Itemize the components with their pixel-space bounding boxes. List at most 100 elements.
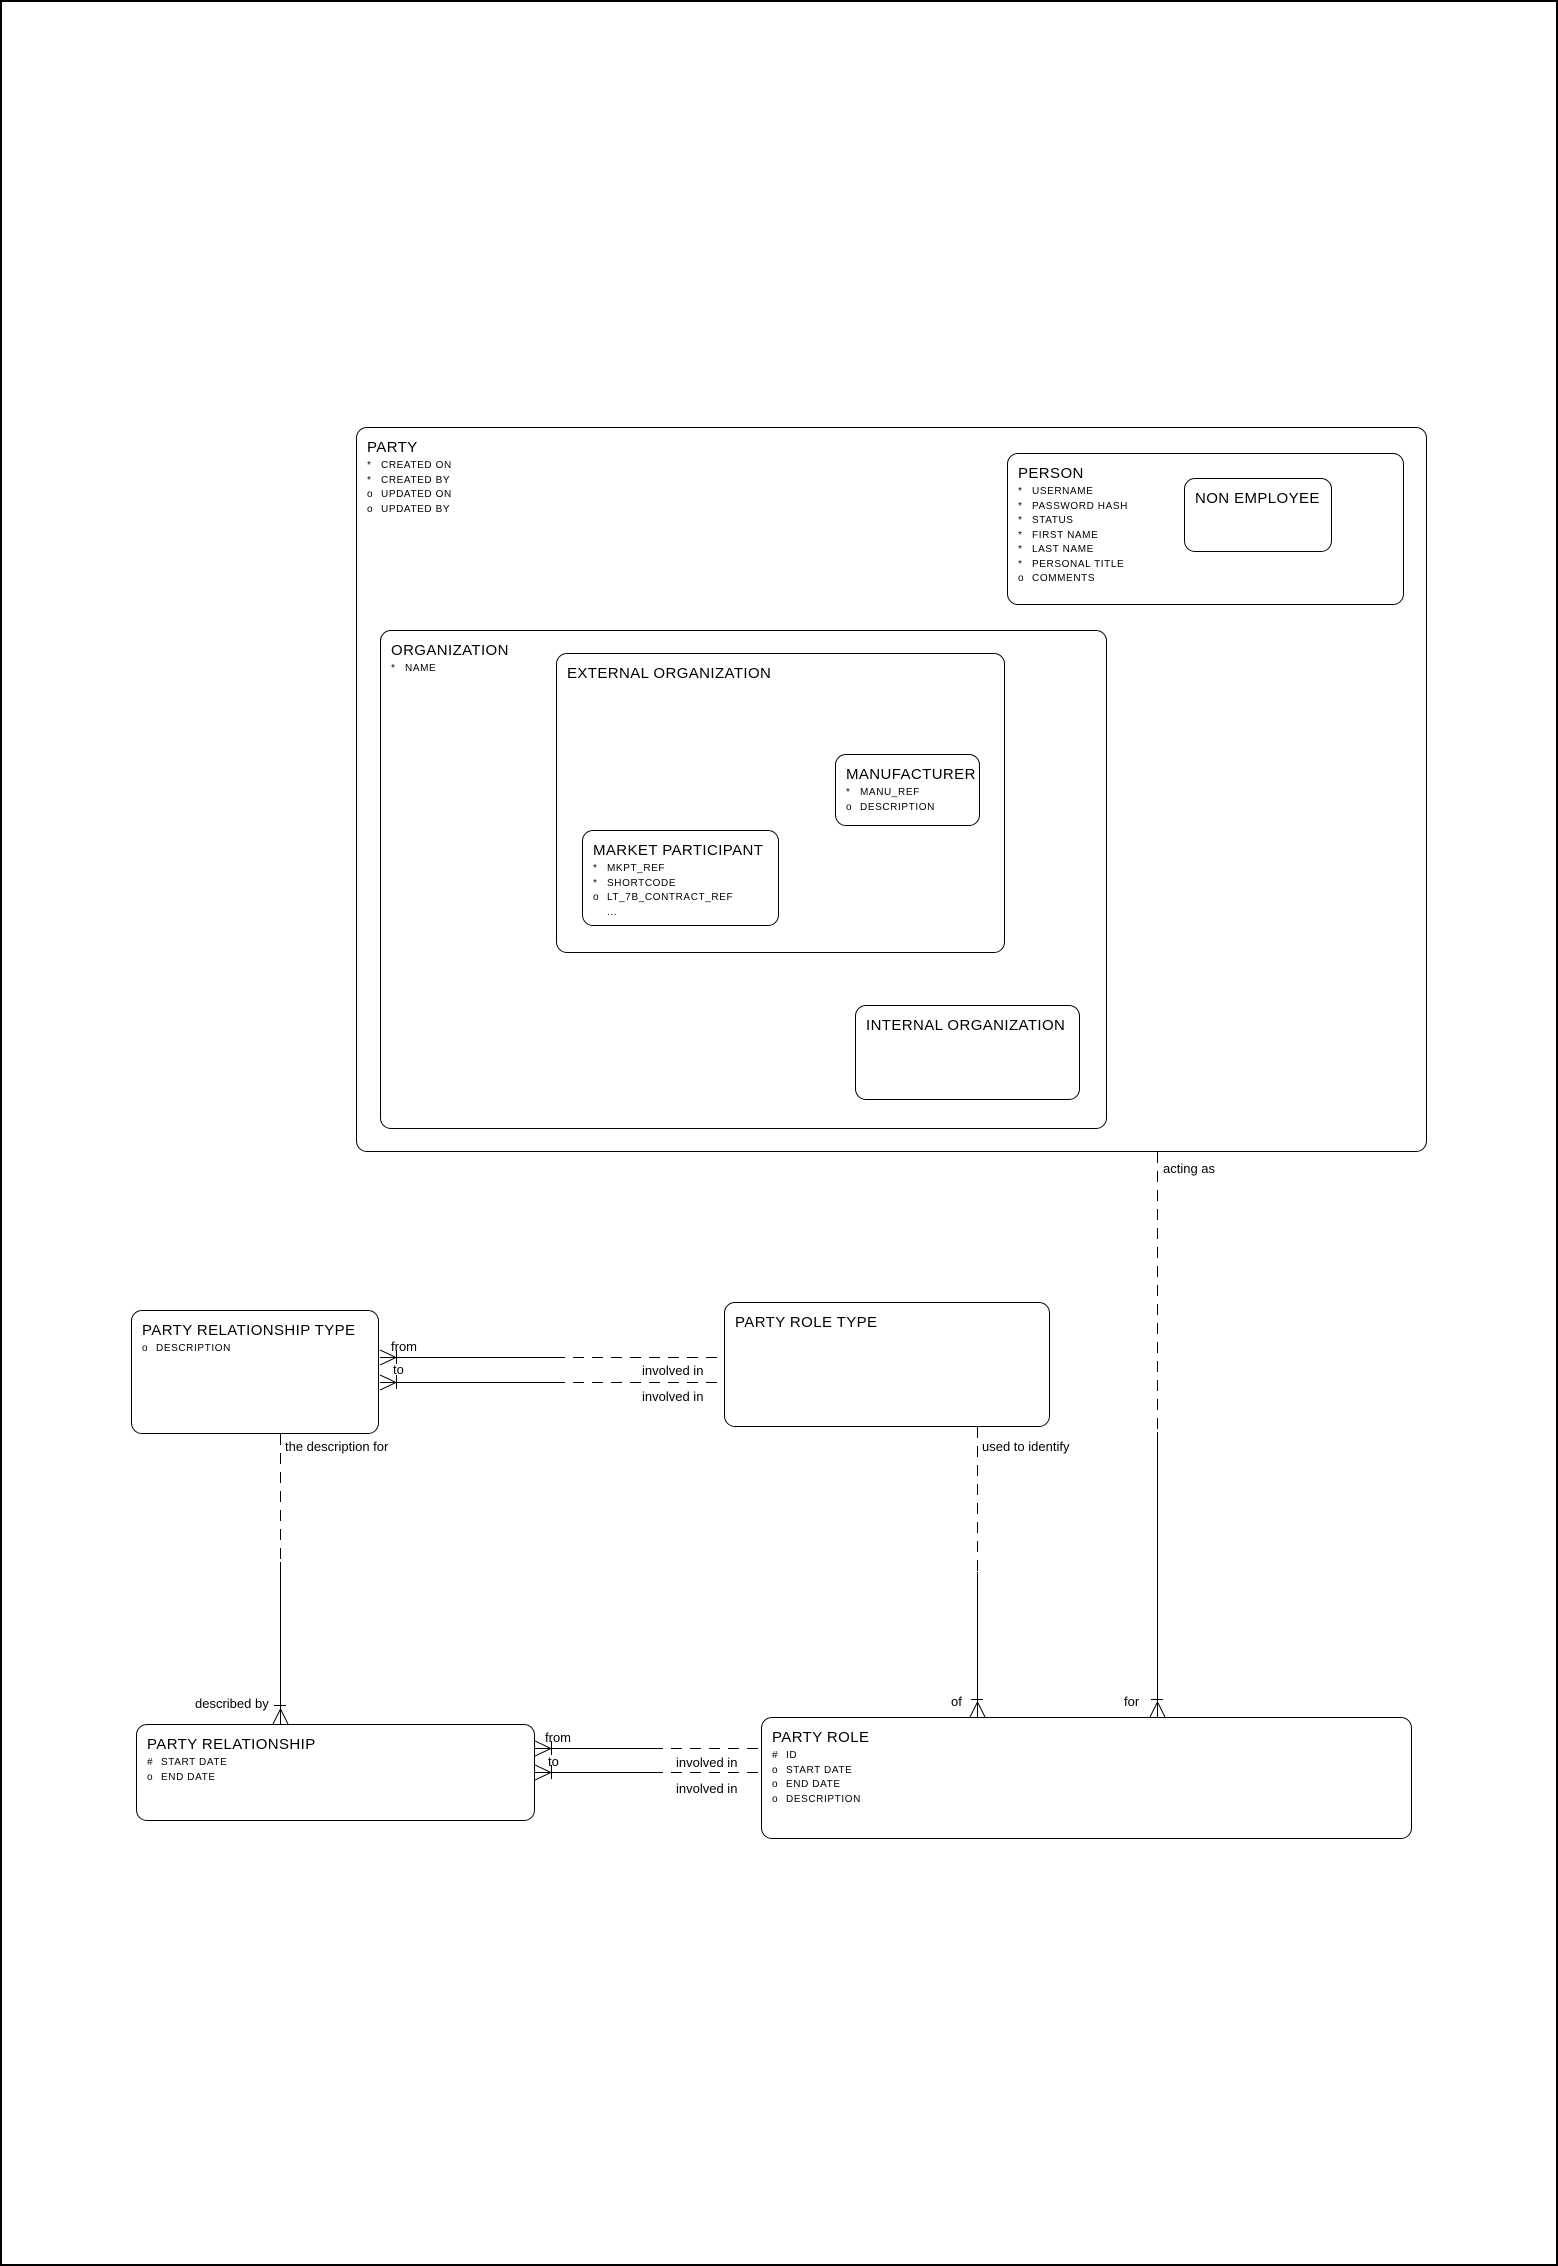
crow-foot-icon: [1149, 1702, 1166, 1717]
relationship-label-from: from: [545, 1730, 571, 1745]
relationship-line-segment: [380, 1357, 554, 1358]
attribute-row: o DESCRIPTION: [772, 1793, 1401, 1808]
uid-bar-icon: [396, 1375, 397, 1389]
attribute-row: * USERNAME: [1018, 485, 1393, 500]
uid-bar-icon: [971, 1699, 983, 1700]
entity-title: PARTY RELATIONSHIP TYPE: [142, 1322, 356, 1339]
attribute-name: DESCRIPTION: [156, 1343, 231, 1354]
uid-bar-icon: [1151, 1699, 1163, 1700]
attribute-optionality: o: [147, 1771, 154, 1783]
attribute-optionality: o: [772, 1793, 779, 1805]
attribute-row: *MKPT_REF: [593, 862, 768, 877]
attribute-name: FIRST NAME: [1032, 529, 1099, 541]
relationship-label-used-to-identify: used to identify: [982, 1439, 1070, 1454]
attribute-name: NAME: [405, 663, 437, 674]
relationship-label-involved-in: involved in: [676, 1781, 738, 1796]
attribute-row: o UPDATED BY: [367, 503, 1416, 518]
entity-party-role-type[interactable]: PARTY ROLE TYPE: [724, 1302, 1050, 1427]
relationship-line-segment: [554, 1382, 724, 1383]
relationship-label-involved-in: involved in: [642, 1389, 704, 1404]
attribute-list: * NAME: [391, 662, 1096, 677]
attribute-optionality: o: [367, 503, 374, 515]
entity-title: MARKET PARTICIPANT: [593, 842, 764, 859]
uid-bar-icon: [396, 1350, 397, 1364]
crow-foot-icon: [535, 1740, 551, 1757]
attribute-name: CREATED ON: [381, 460, 452, 471]
relationship-line-segment: [977, 1427, 978, 1572]
attribute-row: #ID: [772, 1749, 1401, 1764]
entity-external-organization[interactable]: EXTERNAL ORGANIZATION: [556, 653, 1005, 953]
attribute-optionality: o: [846, 801, 853, 813]
entity-title: NON EMPLOYEE: [1195, 490, 1320, 507]
attribute-optionality: *: [1018, 529, 1023, 541]
relationship-label-to: to: [393, 1362, 404, 1377]
attribute-row: #START DATE: [147, 1756, 524, 1771]
entity-non-employee[interactable]: NON EMPLOYEE: [1184, 478, 1332, 552]
attribute-name: UPDATED BY: [381, 503, 451, 515]
attribute-row: o END DATE: [147, 1771, 524, 1786]
relationship-label-acting-as: acting as: [1163, 1161, 1216, 1176]
attribute-optionality: *: [593, 877, 598, 889]
relationship-line-segment: [535, 1772, 652, 1773]
relationship-label-involved-in: involved in: [676, 1755, 738, 1770]
attribute-optionality: *: [1018, 500, 1023, 512]
attribute-optionality: *: [367, 474, 372, 486]
relationship-line-segment: [977, 1572, 978, 1717]
relationship-label-the-description-for: the description for: [285, 1439, 389, 1454]
relationship-line-segment: [652, 1772, 761, 1773]
uid-bar-icon: [551, 1765, 552, 1779]
attribute-name: END DATE: [161, 1771, 216, 1783]
attribute-optionality: [593, 906, 607, 921]
relationship-line-segment: [1157, 1432, 1158, 1717]
attribute-name: DESCRIPTION: [786, 1793, 861, 1805]
entity-title: PERSON: [1018, 465, 1084, 482]
crow-foot-icon: [380, 1349, 396, 1366]
entity-title: INTERNAL ORGANIZATION: [866, 1017, 1066, 1034]
relationship-line-segment: [280, 1434, 281, 1562]
attribute-row: *MANU_REF: [846, 786, 969, 801]
attribute-list: #START DATE o END DATE: [147, 1756, 524, 1785]
attribute-optionality: *: [391, 663, 396, 674]
attribute-row: o LT_7B_CONTRACT_REF: [593, 891, 768, 906]
attribute-name: END DATE: [786, 1779, 841, 1790]
entity-title: EXTERNAL ORGANIZATION: [567, 665, 772, 682]
attribute-optionality: *: [1018, 544, 1023, 555]
entity-party-relationship[interactable]: PARTY RELATIONSHIP #START DATE o END DATE: [136, 1724, 535, 1821]
attribute-name: COMMENTS: [1032, 573, 1096, 584]
attribute-row: *CREATED ON: [367, 459, 1416, 474]
attribute-name: PERSONAL TITLE: [1032, 558, 1125, 570]
entity-organization[interactable]: ORGANIZATION *NAME: [380, 630, 1107, 1129]
attribute-optionality: *: [593, 863, 598, 874]
attribute-name: ...: [607, 906, 618, 918]
attribute-optionality: o: [772, 1764, 779, 1776]
entity-title: PARTY RELATIONSHIP: [147, 1736, 316, 1753]
entity-market-participant[interactable]: MARKET PARTICIPANT *MKPT_REF *SHORTCODE …: [582, 830, 779, 926]
attribute-name: STATUS: [1032, 515, 1074, 526]
entity-person[interactable]: PERSON *USERNAME *PASSWORD HASH *STATUS …: [1007, 453, 1404, 605]
entity-title: PARTY: [367, 439, 418, 456]
entity-internal-organization[interactable]: INTERNAL ORGANIZATION: [855, 1005, 1080, 1100]
attribute-name: UPDATED ON: [381, 489, 452, 500]
attribute-name: PASSWORD HASH: [1032, 500, 1128, 512]
attribute-name: USERNAME: [1032, 486, 1094, 497]
attribute-optionality: o: [593, 892, 600, 903]
attribute-name: START DATE: [161, 1757, 228, 1768]
crow-foot-icon: [380, 1374, 396, 1391]
attribute-optionality: *: [1018, 486, 1023, 497]
attribute-name: LT_7B_CONTRACT_REF: [607, 892, 734, 903]
attribute-row: *STATUS: [1018, 514, 1393, 529]
attribute-row: *LAST NAME: [1018, 543, 1393, 558]
attribute-row: *PERSONAL TITLE: [1018, 558, 1393, 573]
attribute-name: MANU_REF: [860, 787, 920, 798]
